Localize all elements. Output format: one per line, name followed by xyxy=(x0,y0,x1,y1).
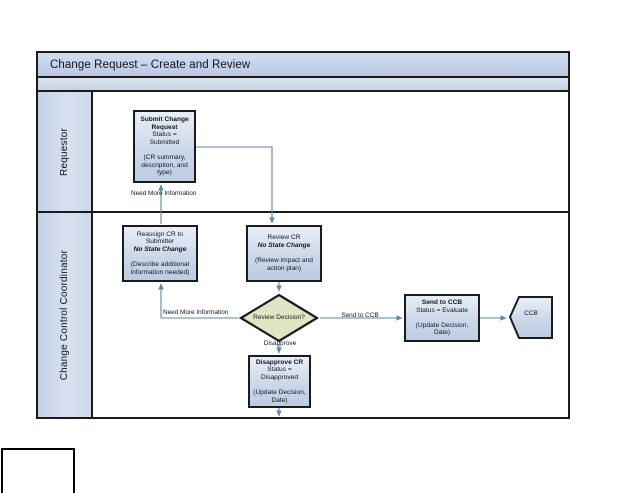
node-body: (Review impact and action plan) xyxy=(255,257,313,272)
node-reassign-cr-to-submitter[interactable]: Reassign CR to Submitter No State Change… xyxy=(122,225,198,282)
edge-label-need-more-information-left: Need More Information xyxy=(163,309,229,316)
diamond-shape xyxy=(239,293,319,343)
node-send-to-ccb[interactable]: Send to CCB Status = Evaluate (Update De… xyxy=(404,294,480,342)
node-title: Review CR xyxy=(267,234,301,242)
node-status: Status = Submitted xyxy=(149,131,180,147)
pentagon-shape xyxy=(508,296,553,339)
node-status: No State Change xyxy=(133,246,187,254)
node-submit-change-request[interactable]: Submit Change Request Status = Submitted… xyxy=(133,110,196,183)
node-title: Send to CCB xyxy=(421,298,463,306)
node-ccb[interactable]: CCB xyxy=(508,295,554,340)
node-body: (Describe additional information needed) xyxy=(130,260,190,276)
swimlane-requestor: Requestor xyxy=(36,92,570,213)
footer-empty-box xyxy=(1,448,75,493)
swimlane-label-requestor: Requestor xyxy=(59,127,70,176)
node-title: Disapprove CR xyxy=(255,358,304,366)
swimlane-header-change-control-coordinator: Change Control Coordinator xyxy=(38,213,93,417)
node-review-cr[interactable]: Review CR No State Change (Review impact… xyxy=(246,225,322,282)
node-body: (Update Decision, Date) xyxy=(253,388,306,404)
swimlane-header-requestor: Requestor xyxy=(38,92,93,211)
node-body: (Update Decision, Date) xyxy=(415,321,469,337)
node-disapprove-cr[interactable]: Disapprove CR Status = Disapproved (Upda… xyxy=(248,355,311,408)
swimlane-label-change-control-coordinator: Change Control Coordinator xyxy=(59,249,70,381)
node-status: Status = Evaluate xyxy=(416,306,468,314)
node-review-decision[interactable]: Review Decision? xyxy=(239,293,319,343)
page-title: Change Request – Create and Review xyxy=(50,58,251,71)
node-title: Reassign CR to Submitter xyxy=(136,230,184,246)
node-body: (CR summary, description, and type) xyxy=(141,153,188,177)
diagram-title-spacer xyxy=(36,78,570,92)
edge-label-send-to-ccb: Send to CCB xyxy=(341,312,379,319)
node-title: Submit Change Request xyxy=(140,115,189,131)
diagram-title-band: Change Request – Create and Review xyxy=(36,51,570,78)
node-status: Status = Disapproved xyxy=(260,366,299,382)
edge-label-need-more-information-top: Need More Information xyxy=(131,190,197,197)
node-status: No State Change xyxy=(257,242,311,250)
edge-label-disapprove: Disapprove xyxy=(263,340,297,347)
